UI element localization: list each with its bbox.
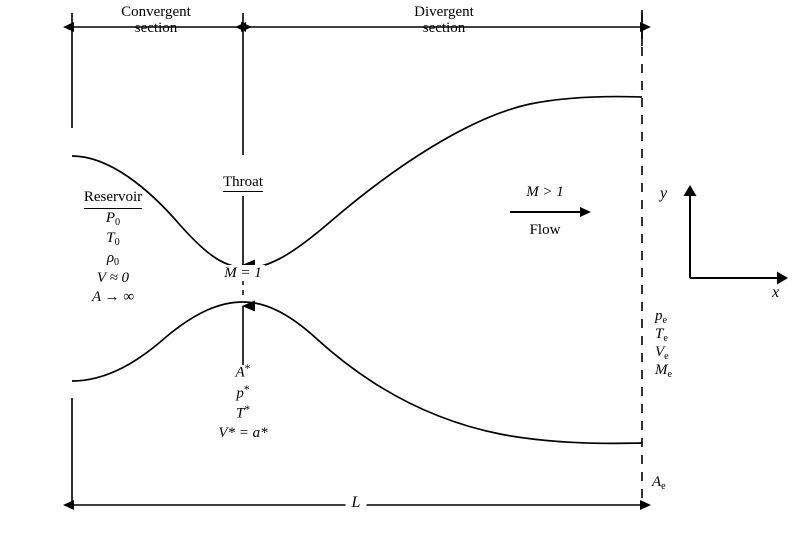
- reservoir-area: A → ∞: [91, 289, 135, 306]
- throat-label: Throat: [223, 174, 263, 193]
- throat-label-wrap: Throat: [223, 174, 263, 193]
- convergent-section-label: Convergent section: [121, 4, 191, 36]
- throat-area-star: A*: [235, 362, 251, 381]
- reservoir-density: ρ0: [106, 249, 120, 268]
- reservoir-pressure: P0: [105, 210, 121, 229]
- reservoir-title-wrap: Reservoir: [83, 188, 143, 210]
- exit-temperature: Te: [655, 325, 668, 344]
- throat-temperature-star: T*: [235, 403, 251, 422]
- convergent-section-line2: section: [134, 20, 178, 37]
- exit-area-label: Ae: [652, 474, 666, 492]
- y-axis-label: y: [660, 185, 668, 202]
- exit-pressure: pe: [655, 308, 668, 326]
- x-axis-label: x: [772, 284, 780, 301]
- divergent-section-line1: Divergent: [414, 4, 474, 20]
- convergent-section-line1: Convergent: [121, 4, 191, 20]
- lower-nozzle-wall: [71, 301, 643, 445]
- upper-nozzle-wall: [71, 95, 643, 269]
- throat-properties-block: A* p* T* V* = a*: [218, 362, 267, 443]
- reservoir-block: Reservoir P0 T0 ρ0 V ≈ 0 A → ∞: [83, 188, 143, 307]
- throat-pressure-star: p*: [236, 382, 250, 402]
- reservoir-temperature: T0: [106, 230, 120, 248]
- throat-velocity-star: V* = a*: [218, 424, 268, 441]
- divergent-section-label: Divergent section: [414, 4, 474, 36]
- reservoir-velocity: V ≈ 0: [96, 269, 130, 286]
- reservoir-title: Reservoir: [83, 188, 143, 210]
- supersonic-mach-label: M > 1: [526, 184, 564, 200]
- exit-mach: Me: [655, 361, 673, 380]
- length-label: L: [345, 494, 367, 512]
- exit-velocity: Ve: [655, 343, 669, 362]
- exit-properties-block: pe Te Ve Me: [655, 308, 672, 379]
- flow-label: Flow: [529, 222, 561, 238]
- throat-mach-label: M = 1: [221, 265, 265, 282]
- divergent-section-line2: section: [422, 20, 466, 37]
